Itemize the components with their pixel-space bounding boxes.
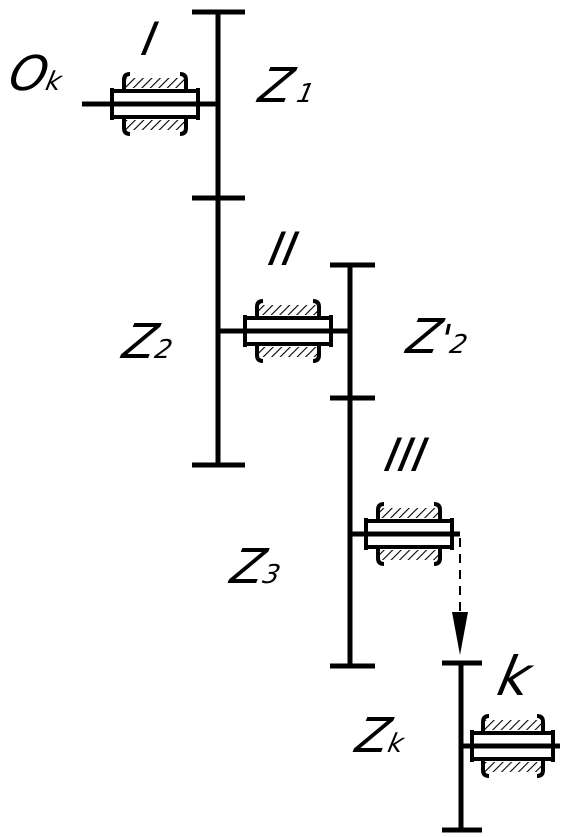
label-input-shaft: Ok xyxy=(4,46,68,102)
bearing-i xyxy=(110,72,200,136)
bearing-iii xyxy=(364,502,454,566)
label-gear-z2-prime: Z'2 xyxy=(402,309,474,365)
label-gear-z1: Z1 xyxy=(254,58,321,114)
bearing-ii xyxy=(243,299,333,363)
label-gear-zk: Zk xyxy=(351,708,410,764)
bearing-k xyxy=(470,714,555,778)
dashed-arrow xyxy=(452,538,468,655)
label-gear-z3: Z3 xyxy=(226,539,287,595)
label-gear-z2: Z2 xyxy=(118,314,179,370)
